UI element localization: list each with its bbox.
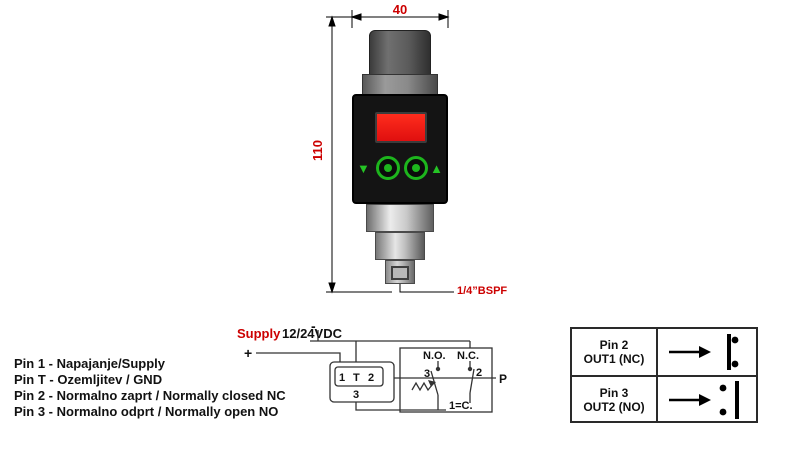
wiring-contacts	[428, 366, 473, 387]
minus-label: -	[311, 318, 316, 334]
pin-legend: Pin 1 - Napajanje/Supply Pin T - Ozemlji…	[14, 356, 286, 420]
device-thread	[385, 260, 415, 284]
dimension-width-label: 40	[392, 2, 408, 17]
table-cell-pin3: Pin 3 OUT2 (NO)	[572, 377, 658, 423]
legend-line-pin1: Pin 1 - Napajanje/Supply	[14, 356, 165, 371]
device-fitting-mid	[375, 232, 425, 260]
up-arrow-icon: ▲	[430, 161, 443, 176]
device-hex-fitting	[366, 204, 434, 232]
output-label: OUT2 (NO)	[583, 400, 645, 414]
common-label: 1=C.	[449, 400, 473, 412]
nc-label: N.C.	[457, 350, 479, 362]
connector-pin1: 1	[339, 372, 345, 384]
nc-switch-icon	[669, 334, 739, 370]
no-contact-number: 3	[424, 368, 430, 380]
device-display	[375, 112, 427, 143]
device-connector-collar	[362, 74, 438, 95]
table-row: Pin 3 OUT2 (NO)	[572, 377, 756, 423]
pin-label: Pin 3	[599, 386, 629, 400]
table-cell-pin2: Pin 2 OUT1 (NC)	[572, 329, 658, 375]
no-switch-icon	[669, 381, 739, 419]
device-thread-port	[391, 266, 409, 280]
connector-pin3: 3	[353, 389, 359, 401]
thread-leader-line	[399, 284, 454, 293]
supply-label: Supply	[237, 326, 281, 341]
down-arrow-icon: ▼	[357, 161, 370, 176]
outputs-table: Pin 2 OUT1 (NC) Pin 3 OUT2 (NO)	[570, 327, 758, 423]
no-contact-symbol	[658, 377, 756, 423]
button-led	[412, 164, 420, 172]
wiring-lines	[256, 330, 496, 413]
device-connector-plug	[369, 30, 431, 76]
pin-label: Pin 2	[599, 338, 629, 352]
connector-pinT: T	[353, 372, 360, 384]
button-led	[384, 164, 392, 172]
voltage-label: 12/24VDC	[282, 326, 343, 341]
nc-contact-number: 2	[476, 367, 482, 379]
connector-pin2: 2	[368, 372, 374, 384]
legend-line-pinT: Pin T - Ozemljitev / GND	[14, 372, 163, 387]
no-label: N.O.	[423, 350, 446, 362]
legend-line-pin3: Pin 3 - Normalno odprt / Normally open N…	[14, 404, 279, 419]
output-label: OUT1 (NC)	[583, 352, 645, 366]
table-row: Pin 2 OUT1 (NC)	[572, 329, 756, 377]
nc-contact-symbol	[658, 329, 756, 375]
legend-line-pin2: Pin 2 - Normalno zaprt / Normally closed…	[14, 388, 286, 403]
device-button-left	[376, 156, 400, 180]
thread-size-label: 1/4”BSPF	[457, 285, 508, 297]
pressure-label: P	[499, 372, 507, 386]
device-button-right	[404, 156, 428, 180]
dimension-height-label: 110	[309, 140, 325, 161]
device-body: ▼ ▲	[352, 94, 448, 204]
